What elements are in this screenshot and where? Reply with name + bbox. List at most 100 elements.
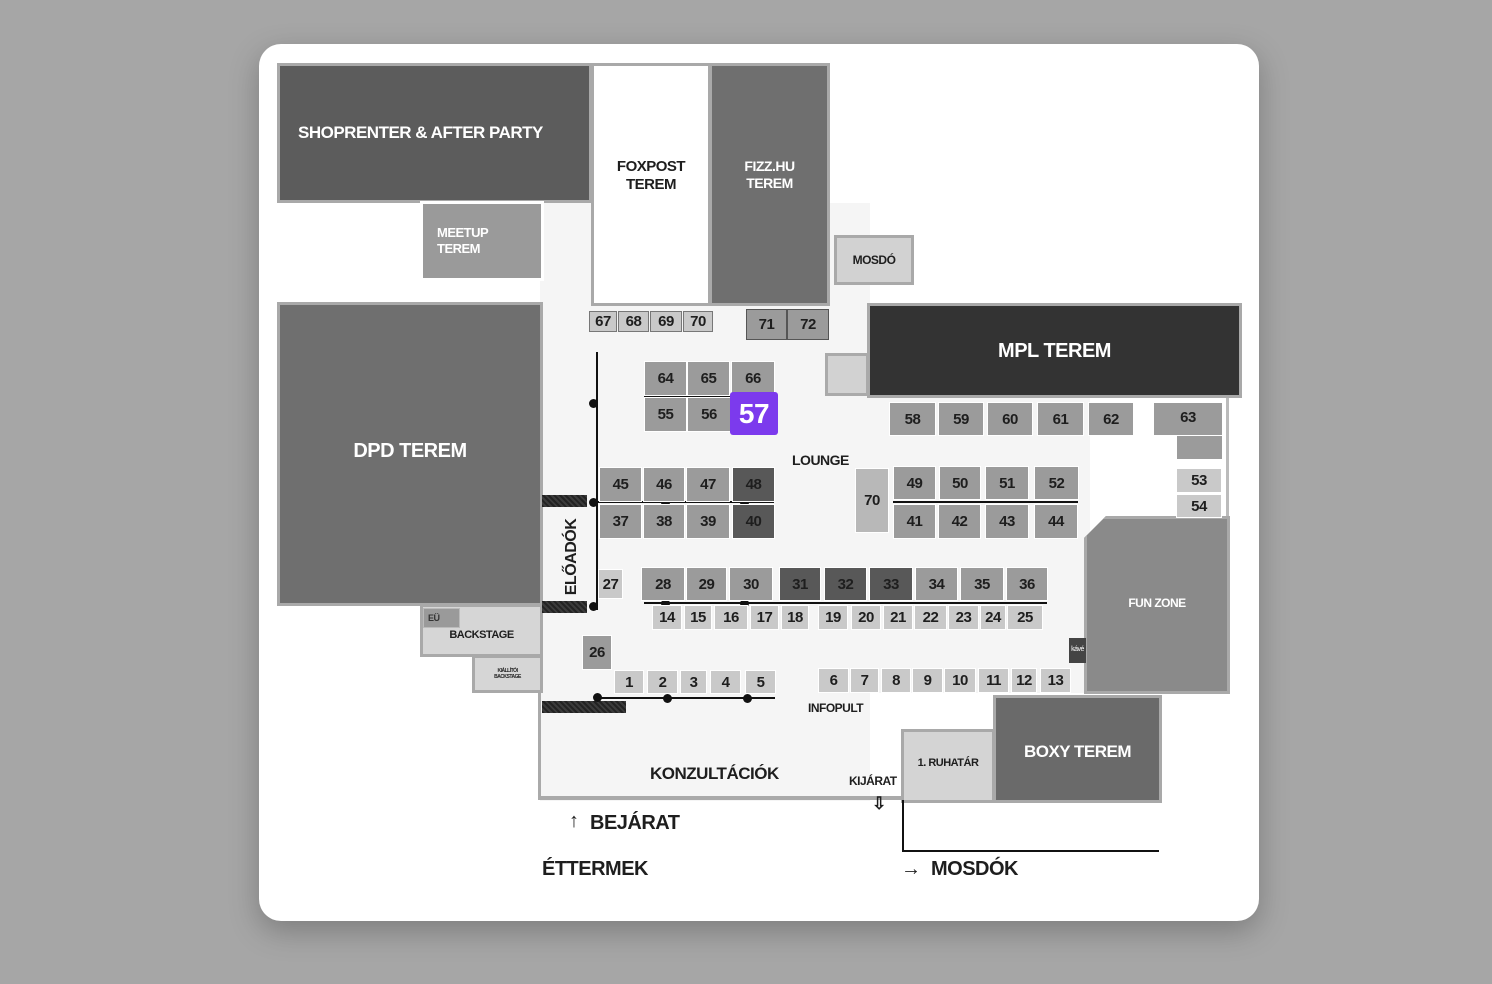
kave-stand[interactable]: kávé xyxy=(1069,638,1086,663)
booth[interactable]: 60 xyxy=(987,402,1033,436)
booth[interactable]: 50 xyxy=(939,466,981,500)
room-ruhatar[interactable]: 1. RUHATÁR xyxy=(901,729,995,803)
room-label: MPL TEREM xyxy=(998,339,1111,362)
booth[interactable]: 18 xyxy=(781,605,809,630)
booth[interactable]: 32 xyxy=(824,567,867,601)
booth[interactable]: 52 xyxy=(1034,466,1079,500)
booth[interactable]: 47 xyxy=(686,467,730,502)
booth[interactable]: 10 xyxy=(944,668,976,693)
booth[interactable]: 21 xyxy=(883,605,913,630)
marker-dot xyxy=(589,399,598,408)
booth[interactable]: 70 xyxy=(683,311,713,332)
ettermek-label[interactable]: ÉTTERMEK xyxy=(542,858,649,880)
room-mpl[interactable]: MPL TEREM xyxy=(867,303,1242,398)
booth[interactable]: 34 xyxy=(915,567,958,601)
booth[interactable]: 8 xyxy=(881,668,911,693)
booth-highlighted[interactable]: 57 xyxy=(730,392,778,435)
booth[interactable]: 71 xyxy=(746,309,787,340)
booth[interactable]: 15 xyxy=(684,605,712,630)
booth[interactable]: 7 xyxy=(850,668,879,693)
room-fun-zone[interactable]: FUN ZONE xyxy=(1084,516,1230,694)
divider-line xyxy=(598,501,774,503)
booth[interactable]: 40 xyxy=(732,504,775,539)
booth[interactable]: 13 xyxy=(1040,668,1071,693)
booth[interactable]: 36 xyxy=(1006,567,1048,601)
booth[interactable]: 24 xyxy=(980,605,1006,630)
booth[interactable]: 22 xyxy=(914,605,947,630)
booth[interactable]: 11 xyxy=(978,668,1009,693)
booth[interactable]: 6 xyxy=(818,668,849,693)
booth[interactable]: 38 xyxy=(643,504,685,539)
booth[interactable]: 61 xyxy=(1037,402,1084,436)
booth[interactable]: 9 xyxy=(912,668,943,693)
booth[interactable]: 4 xyxy=(710,670,741,694)
booth[interactable]: 30 xyxy=(729,567,773,601)
booth[interactable]: 20 xyxy=(851,605,881,630)
room-eu[interactable]: EÜ xyxy=(423,608,460,628)
booth[interactable]: 59 xyxy=(938,402,984,436)
booth[interactable]: 3 xyxy=(680,670,707,694)
booth[interactable]: 56 xyxy=(687,397,731,432)
divider-line xyxy=(902,800,904,852)
booth[interactable]: 33 xyxy=(869,567,913,601)
booth[interactable]: 48 xyxy=(732,467,775,502)
booth[interactable]: 63 xyxy=(1153,402,1223,436)
bejarat-label[interactable]: BEJÁRAT xyxy=(590,812,680,834)
booth[interactable]: 37 xyxy=(599,504,642,539)
booth[interactable]: 45 xyxy=(599,467,642,502)
booth[interactable]: 54 xyxy=(1176,494,1222,518)
room-label: SHOPRENTER & AFTER PARTY xyxy=(298,122,543,142)
booth[interactable]: 66 xyxy=(731,361,775,396)
booth[interactable]: 17 xyxy=(750,605,779,630)
booth[interactable]: 72 xyxy=(787,309,829,340)
booth[interactable]: 26 xyxy=(582,635,612,670)
booth[interactable]: 5 xyxy=(745,670,776,694)
booth[interactable]: 39 xyxy=(686,504,730,539)
booth[interactable]: 53 xyxy=(1176,468,1222,493)
booth[interactable]: 49 xyxy=(893,466,936,500)
booth[interactable]: 64 xyxy=(644,361,687,396)
booth[interactable]: 51 xyxy=(985,466,1029,500)
booth[interactable]: 70 xyxy=(855,468,889,533)
booth[interactable]: 12 xyxy=(1011,668,1037,693)
booth[interactable]: 19 xyxy=(818,605,848,630)
room-boxy[interactable]: BOXY TEREM xyxy=(993,695,1162,803)
booth[interactable]: 31 xyxy=(779,567,821,601)
booth[interactable]: 68 xyxy=(618,311,649,332)
booth[interactable]: 2 xyxy=(647,670,678,694)
divider-line xyxy=(644,602,1047,604)
booth[interactable]: 44 xyxy=(1034,504,1078,539)
mosdok-label[interactable]: MOSDÓK xyxy=(931,858,1019,880)
booth[interactable]: 14 xyxy=(652,605,682,630)
booth[interactable]: 46 xyxy=(643,467,685,502)
booth[interactable]: 42 xyxy=(938,504,981,539)
booth[interactable]: 41 xyxy=(893,504,936,539)
booth[interactable]: 28 xyxy=(641,567,685,601)
booth[interactable]: 58 xyxy=(889,402,936,436)
booth[interactable]: 69 xyxy=(650,311,682,332)
booth[interactable]: 23 xyxy=(948,605,979,630)
room-dpd[interactable]: DPD TEREM xyxy=(277,302,543,606)
booth[interactable]: 29 xyxy=(686,567,727,601)
booth[interactable]: 25 xyxy=(1007,605,1043,630)
booth-extension xyxy=(1176,435,1223,460)
booth[interactable]: 16 xyxy=(714,605,748,630)
booth[interactable]: 35 xyxy=(960,567,1004,601)
booth[interactable]: 1 xyxy=(614,670,644,694)
booth[interactable]: 27 xyxy=(598,569,623,599)
divider-line xyxy=(596,352,598,610)
marker-dot xyxy=(740,498,749,507)
room-mosdo[interactable]: MOSDÓ xyxy=(834,235,914,285)
booth[interactable]: 55 xyxy=(644,397,687,432)
room-label: MOSDÓ xyxy=(852,252,896,267)
booth[interactable]: 43 xyxy=(985,504,1029,539)
room-shoprenter[interactable]: SHOPRENTER & AFTER PARTY xyxy=(277,63,592,203)
stage-bar xyxy=(542,495,587,507)
booth[interactable]: 67 xyxy=(589,311,617,332)
booth[interactable]: 62 xyxy=(1088,402,1134,436)
booth[interactable]: 65 xyxy=(687,361,730,396)
